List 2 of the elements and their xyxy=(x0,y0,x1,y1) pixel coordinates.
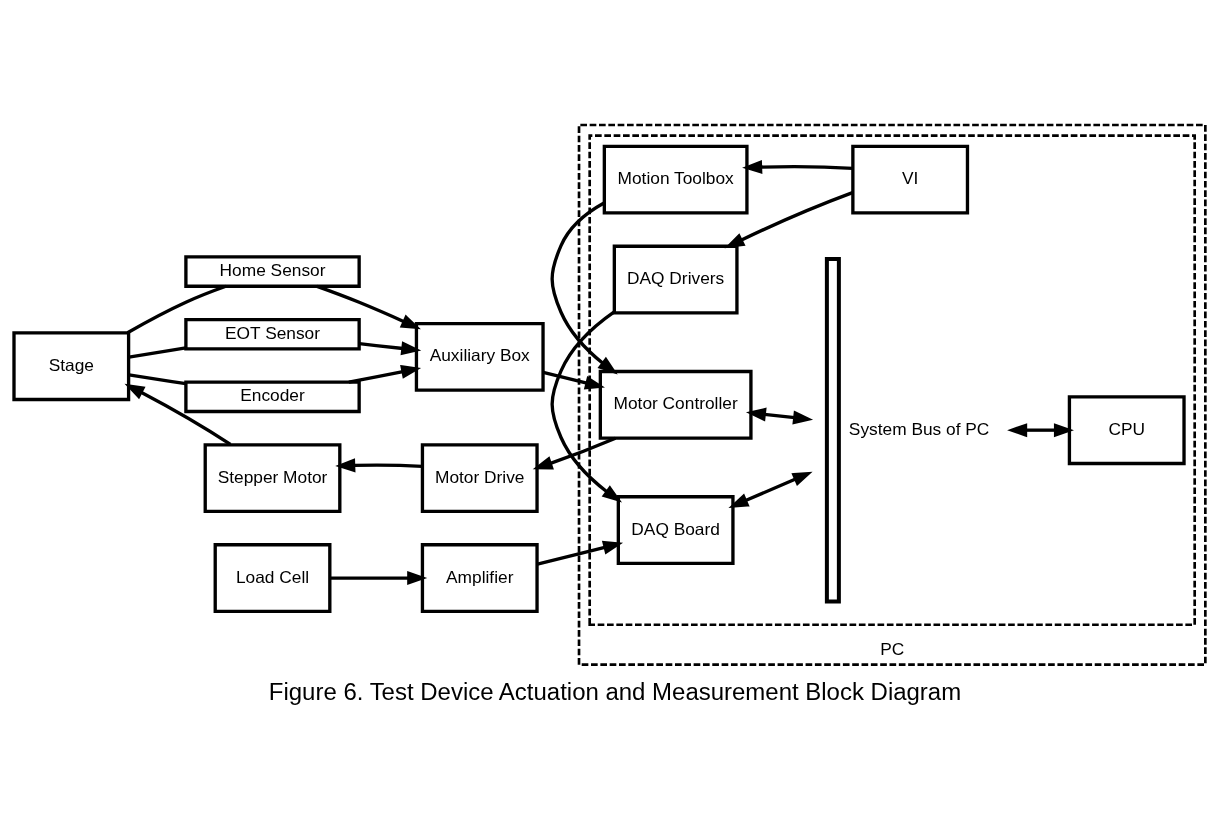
caption: Figure 6. Test Device Actuation and Measurement Block Diagram xyxy=(268,677,962,705)
node-label: System Bus of PC xyxy=(848,418,990,439)
